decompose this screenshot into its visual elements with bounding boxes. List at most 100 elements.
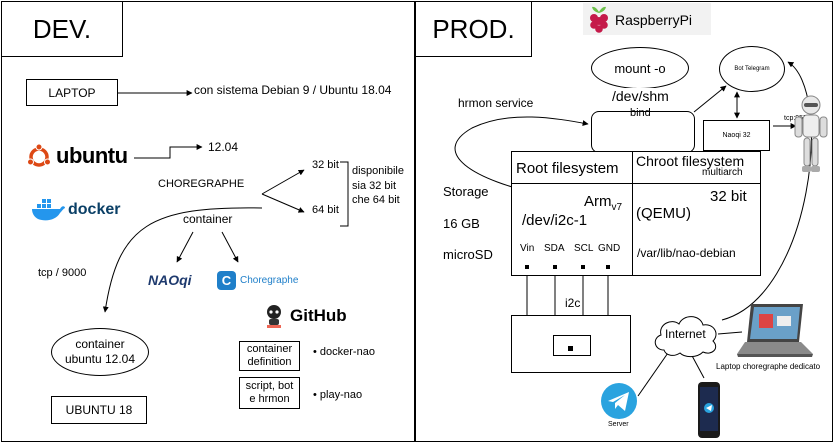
- laptop-box: LAPTOP: [26, 79, 118, 106]
- bind-telegram-arrow: [693, 85, 727, 113]
- script-bot-line-1: script, bot: [245, 380, 294, 392]
- nao-robot-icon: [794, 95, 828, 172]
- ubuntu-version-arrow: [134, 144, 203, 159]
- repo-docker-nao: • docker-nao: [313, 346, 375, 358]
- github-wordmark: GitHub: [290, 306, 347, 325]
- arrow-32bit: [261, 169, 305, 195]
- container-ubuntu-oval: container ubuntu 12.04: [51, 328, 149, 376]
- prod-title: PROD.: [432, 13, 515, 44]
- laptop-icon: [737, 304, 813, 357]
- armv7-label: Armv7: [584, 193, 622, 213]
- prod-title-box: PROD.: [415, 1, 532, 57]
- hrmon-service-label: hrmon service: [458, 96, 534, 110]
- bit32-label: 32 bit: [312, 159, 339, 171]
- storage-media-label: microSD: [443, 247, 493, 262]
- raspberry-logo: RaspberryPi: [583, 3, 711, 35]
- dev-i2c-label: /dev/i2c-1: [522, 212, 588, 229]
- pin-vin: Vin: [520, 243, 535, 254]
- ubuntu-version: 12.04: [208, 140, 239, 154]
- root-fs-label: Root filesystem: [516, 160, 619, 177]
- hrmon-curve-arrow: [454, 116, 589, 197]
- choregraphe-c-icon: C: [217, 271, 236, 290]
- container-label: container: [183, 212, 233, 226]
- multiarch-label: multiarch: [702, 167, 743, 178]
- sensor-chip-box: [553, 335, 591, 356]
- dev-title-box: DEV.: [1, 1, 123, 57]
- qemu-label: (QEMU): [636, 205, 691, 222]
- pin-gnd: GND: [598, 243, 621, 254]
- bot-telegram-oval: Bot Telegram: [719, 46, 785, 92]
- laptop-os-text: con sistema Debian 9 / Ubuntu 18.04: [194, 83, 392, 97]
- internet-server-line: [637, 349, 671, 397]
- bind-label: bind: [630, 107, 651, 119]
- docker-wordmark: docker: [68, 201, 121, 218]
- internet-laptop-line: [717, 331, 743, 335]
- storage-size-label: 16 GB: [443, 216, 480, 231]
- container-ubuntu-line-1: container: [75, 337, 125, 351]
- mount-oval: mount -o: [591, 47, 689, 89]
- choregraphe-label: CHOREGRAPHE: [158, 178, 245, 190]
- repo-play-nao: • play-nao: [313, 389, 363, 401]
- pin-dot-gnd: [606, 265, 610, 269]
- ubuntu18-label: UBUNTU 18: [65, 403, 133, 417]
- internet-label: Internet: [665, 327, 706, 341]
- raspberry-wordmark: RaspberryPi: [615, 12, 693, 28]
- pin-dot-scl: [581, 265, 585, 269]
- sensor-chip-dot: [568, 346, 573, 351]
- availability-line-1: disponibile: [352, 165, 404, 177]
- fs-divider-vertical: [632, 151, 633, 276]
- nao-debian-path: /var/lib/nao-debian: [637, 246, 736, 260]
- pin-scl: SCL: [574, 243, 594, 254]
- fs-divider-horizontal: [511, 183, 761, 184]
- chroot-32bit-label: 32 bit: [710, 188, 747, 205]
- dev-shm-label: /dev/shm: [612, 88, 669, 104]
- container-definition-line-2: definition: [247, 356, 292, 368]
- container-choregraphe-arrow: [221, 231, 239, 263]
- container-ubuntu-line-2: ubuntu 12.04: [64, 352, 136, 366]
- github-octocat-icon: [267, 305, 281, 328]
- docker-whale-icon: [32, 199, 65, 221]
- dev-panel: [1, 1, 415, 442]
- container-naoqi-arrow: [176, 231, 194, 263]
- ubuntu18-box: UBUNTU 18: [51, 396, 147, 424]
- availability-line-2: sia 32 bit: [352, 180, 397, 192]
- bind-box: [591, 111, 695, 153]
- storage-label: Storage: [443, 184, 489, 199]
- prod-panel: [415, 1, 833, 442]
- script-bot-box: script, bot e hrmon: [239, 377, 300, 409]
- bit-bracket: [340, 161, 349, 227]
- armv7-subscript: v7: [611, 202, 623, 213]
- container-definition-line-1: container: [246, 343, 293, 355]
- server-label: Server: [608, 421, 629, 428]
- internet-telegram-curve: [721, 61, 812, 321]
- script-bot-line-2: e hrmon: [249, 393, 290, 405]
- naoqi-logo: NAOqi: [148, 272, 192, 288]
- bit64-label: 64 bit: [312, 204, 339, 216]
- pin-dot-sda: [553, 265, 557, 269]
- arrow-64bit: [261, 193, 305, 213]
- mount-text: mount -o: [614, 60, 666, 76]
- pin-dot-vin: [525, 265, 529, 269]
- laptop-dedicated-label: Laptop choregraphe dedicato: [716, 362, 821, 371]
- internet-cloud-icon: [654, 316, 717, 358]
- i2c-label: i2c: [565, 296, 581, 310]
- dev-title: DEV.: [32, 13, 92, 44]
- chroot-fs-label: Chroot filesystem: [636, 153, 745, 169]
- bot-telegram-label: Bot Telegram: [734, 66, 770, 72]
- naoqi32-label: Naoqi 32: [722, 132, 751, 139]
- availability-line-3: che 64 bit: [352, 194, 400, 206]
- tcp-9000-label: tcp / 9000: [38, 267, 87, 279]
- smartphone-icon: [698, 382, 720, 438]
- telegram-icon: [601, 383, 637, 419]
- armv7-main: Arm: [584, 193, 612, 210]
- choregraphe-wordmark: Choregraphe: [240, 275, 299, 286]
- pin-sda: SDA: [544, 243, 565, 254]
- container-curve-arrow: [102, 207, 263, 313]
- container-definition-box: container definition: [239, 341, 300, 371]
- ubuntu-wordmark: ubuntu: [56, 143, 128, 168]
- naoqi32-box: Naoqi 32: [703, 120, 770, 151]
- ubuntu-circle-icon: [27, 144, 51, 167]
- raspberry-icon: [590, 6, 608, 33]
- laptop-label: LAPTOP: [48, 85, 96, 100]
